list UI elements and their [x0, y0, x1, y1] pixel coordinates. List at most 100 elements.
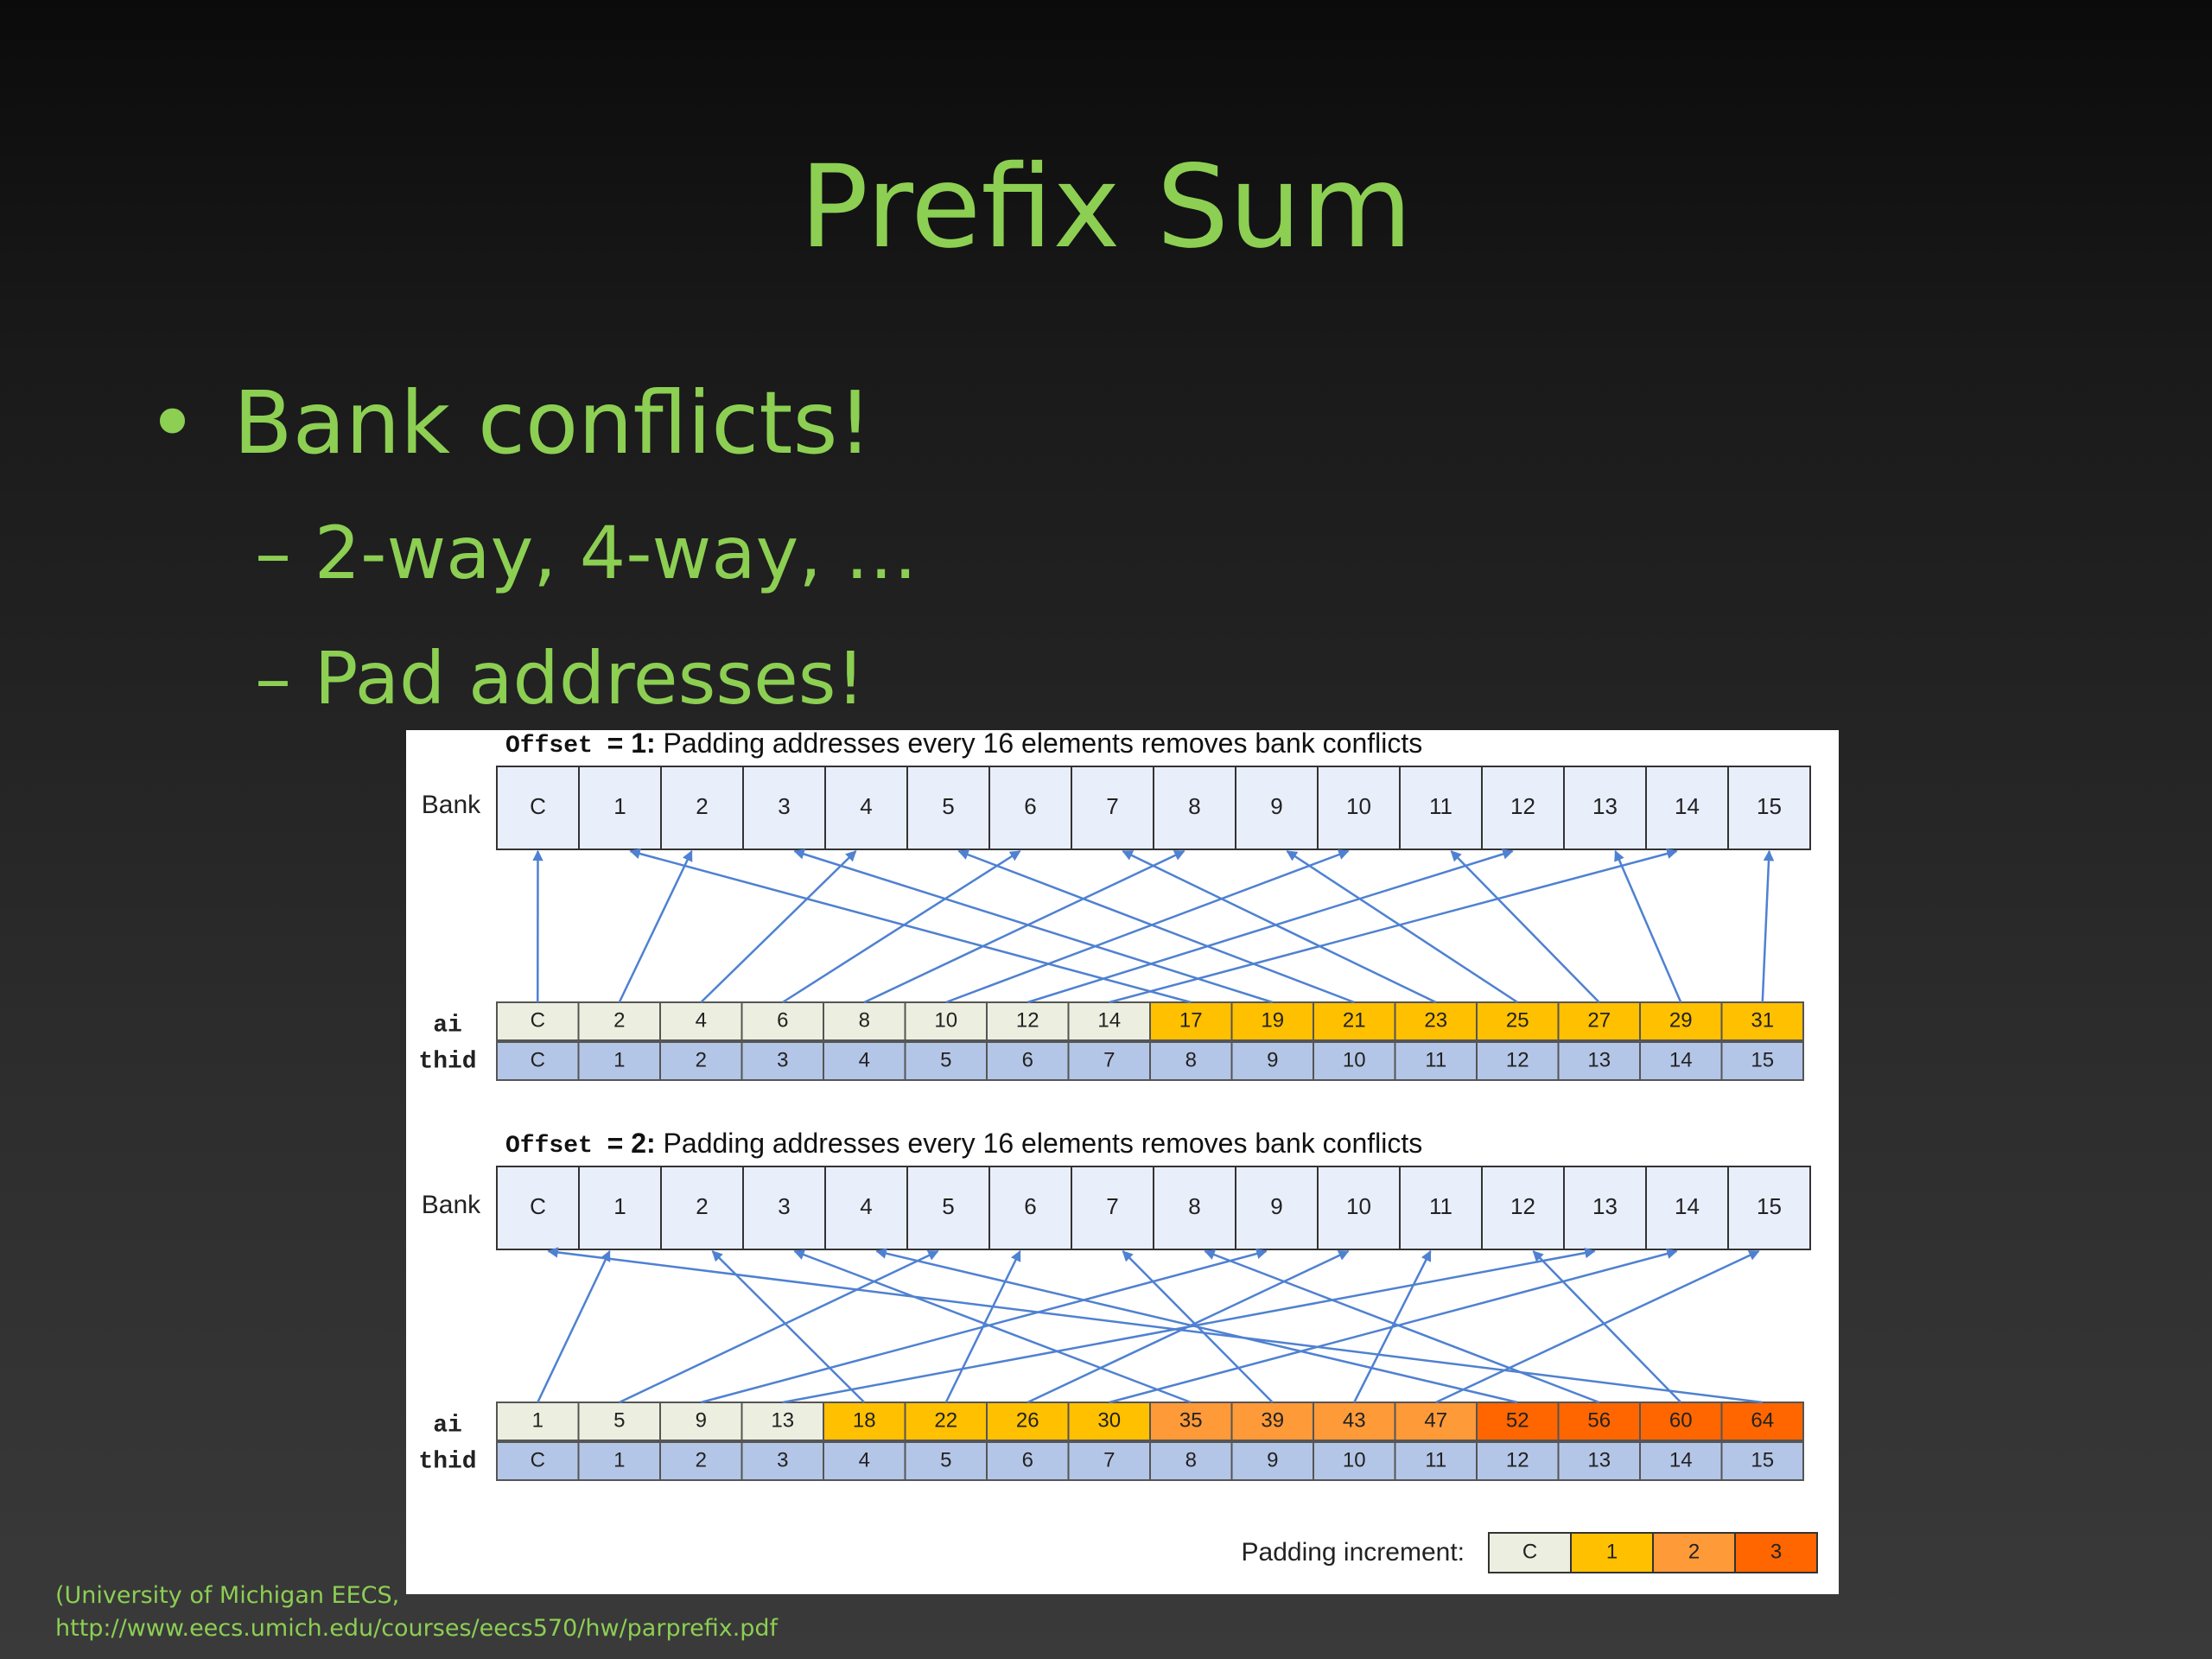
subbullet-item: – Pad addresses!: [255, 636, 866, 721]
thid-cell-label: C: [531, 1448, 545, 1471]
bank-cell-label: 1: [613, 1193, 626, 1219]
bank-cell: [1235, 1166, 1319, 1250]
citation-line-1: (University of Michigan EECS,: [55, 1582, 400, 1609]
thid-cell-label: 5: [940, 1048, 951, 1071]
bank-cell: [988, 766, 1072, 850]
conflict-arrow: [1286, 849, 1518, 1004]
bank-cell-label: 4: [860, 1193, 872, 1219]
thid-cell-label: 13: [1587, 1448, 1611, 1471]
ai-cell-label: 8: [859, 1008, 870, 1032]
legend-swatch: [1488, 1532, 1572, 1573]
bank-cell-label: 7: [1106, 1193, 1118, 1219]
ai-cell-label: 23: [1424, 1008, 1447, 1032]
ai-cell-label: 13: [771, 1408, 794, 1432]
legend-swatch: [1734, 1532, 1818, 1573]
ai-cell-label: 6: [777, 1008, 788, 1032]
bank-cell-label: 14: [1675, 793, 1700, 819]
ai-cell: [1639, 1402, 1723, 1441]
ai-cell-label: 25: [1506, 1008, 1529, 1032]
bank-cell: [1235, 766, 1319, 850]
bank-cell: [1727, 766, 1811, 850]
conflict-arrow: [1532, 1250, 1682, 1403]
conflict-arrow: [537, 1249, 611, 1403]
thid-cell-label: 8: [1185, 1448, 1197, 1471]
bank-cell-label: 3: [778, 793, 790, 819]
thid-cell-label: 4: [859, 1048, 870, 1071]
thid-cell: [1394, 1441, 1478, 1481]
thid-cell-label: 9: [1267, 1448, 1278, 1471]
bank-cell: [496, 766, 580, 850]
thid-cell: [659, 1441, 743, 1481]
conflict-arrow: [1435, 1249, 1760, 1404]
thid-cell-label: C: [531, 1048, 545, 1071]
bank-cell: [1153, 1166, 1236, 1250]
conflict-arrow: [547, 1247, 1763, 1404]
bank-cell-label: 2: [696, 793, 708, 819]
bank-cell: [1645, 1166, 1729, 1250]
thid-cell: [659, 1041, 743, 1081]
bank-cell-label: 4: [860, 793, 872, 819]
ai-cell: [1557, 1001, 1641, 1041]
conflict-arrow: [1204, 1249, 1600, 1404]
ai-cell-label: 31: [1751, 1008, 1774, 1032]
bank-cell-label: 11: [1429, 793, 1452, 819]
thid-cell-label: 7: [1103, 1448, 1115, 1471]
legend-swatch-label: C: [1522, 1540, 1537, 1563]
thid-cell: [1639, 1041, 1723, 1081]
bank-cell-label: 13: [1592, 1193, 1618, 1219]
ai-cell: [1230, 1001, 1314, 1041]
ai-cell-label: 39: [1261, 1408, 1284, 1432]
thid-cell-label: 11: [1425, 1048, 1446, 1071]
bank-cell-label: 3: [778, 1193, 790, 1219]
thid-cell-label: 6: [1022, 1048, 1033, 1071]
bank-conflict-diagram: Offset = 1: Padding addresses every 16 e…: [418, 730, 1818, 1573]
thid-cell: [823, 1441, 906, 1481]
conflict-arrow: [957, 849, 1355, 1004]
thid-cell-label: 2: [696, 1048, 707, 1071]
ai-cell-label: 35: [1179, 1408, 1203, 1432]
ai-cell-label: 19: [1261, 1008, 1284, 1032]
bank-cell-label: 15: [1757, 1193, 1782, 1219]
bank-cell-label: 14: [1675, 1193, 1700, 1219]
conflict-arrow: [619, 1249, 939, 1404]
conflict-arrow: [875, 1248, 1518, 1404]
ai-cell-label: 64: [1751, 1408, 1774, 1432]
thid-cell: [1149, 1441, 1233, 1481]
bank-cell-label: C: [530, 793, 546, 819]
thid-cell: [1230, 1441, 1314, 1481]
ai-cell-label: 1: [532, 1408, 543, 1432]
conflict-arrow: [711, 1250, 866, 1403]
ai-cell-label: 12: [1016, 1008, 1039, 1032]
offset-caption: Offset = 2: Padding addresses every 16 e…: [505, 1128, 1422, 1160]
ai-cell-label: 47: [1424, 1408, 1447, 1432]
legend-swatch: [1570, 1532, 1654, 1573]
thid-cell-label: 4: [859, 1448, 870, 1471]
thid-cell: [986, 1441, 1070, 1481]
ai-cell: [1720, 1001, 1804, 1041]
bank-cell-label: 12: [1510, 1193, 1535, 1219]
ai-cell: [1476, 1402, 1560, 1441]
conflict-arrow: [1109, 848, 1678, 1004]
conflict-arrow: [629, 848, 1192, 1004]
thid-cell-label: 15: [1751, 1048, 1774, 1071]
thid-cell-label: 15: [1751, 1448, 1774, 1471]
ai-cell-label: 60: [1669, 1408, 1693, 1432]
bank-cell: [824, 766, 908, 850]
bank-row-label: Bank: [422, 791, 481, 819]
thid-cell: [1639, 1441, 1723, 1481]
bank-cell: [742, 1166, 826, 1250]
ai-cell: [986, 1001, 1070, 1041]
bank-cell: [660, 1166, 744, 1250]
bank-cell-label: 10: [1346, 793, 1371, 819]
conflict-arrow: [1353, 1249, 1432, 1403]
bank-cell: [1399, 1166, 1483, 1250]
bank-cell-label: 9: [1270, 793, 1282, 819]
conflict-arrow: [945, 849, 1350, 1004]
legend-swatch-label: 1: [1606, 1540, 1618, 1563]
bank-cell: [1727, 1166, 1811, 1250]
thid-cell: [1557, 1441, 1641, 1481]
bank-conflict-figure: Offset = 1: Padding addresses every 16 e…: [406, 730, 1839, 1594]
ai-row-label: ai: [433, 1012, 462, 1039]
ai-cell-label: 14: [1097, 1008, 1121, 1032]
ai-cell-label: 27: [1587, 1008, 1611, 1032]
